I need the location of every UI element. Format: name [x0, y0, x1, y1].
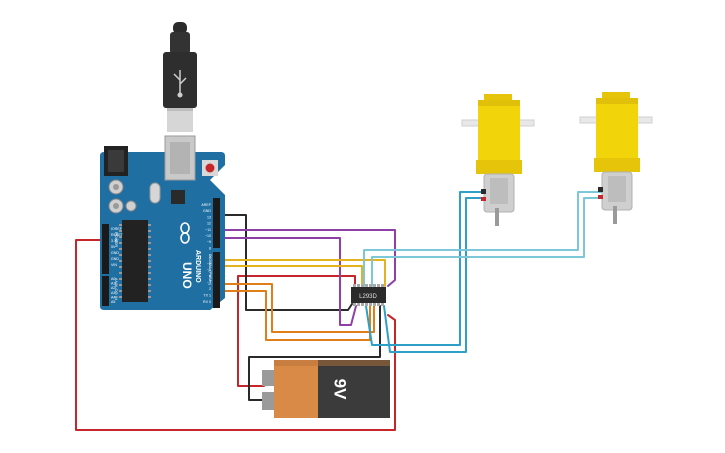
pin-label: A5 — [111, 300, 115, 304]
pin-label: ~3 — [207, 281, 211, 285]
motor-2-gearbox — [596, 98, 638, 166]
analog-header-label: ANALOG IN — [114, 278, 119, 300]
pin-label: RX 0 — [203, 300, 211, 304]
usb-symbol-icon — [173, 70, 187, 98]
pin-label: 13 — [207, 215, 211, 219]
pin-label: GND — [203, 209, 211, 213]
usb-cable — [163, 22, 197, 132]
pin-label: 8 — [209, 246, 211, 250]
wire-black-battery-negative[interactable] — [248, 305, 381, 401]
pin-label: 2 — [209, 287, 211, 291]
pin-label: A0 — [111, 277, 115, 281]
pin-label: A4 — [111, 295, 115, 299]
pin-label: 7 — [209, 255, 211, 259]
wire-teal-motor1-a[interactable] — [365, 191, 485, 346]
pin-label: A2 — [111, 286, 115, 290]
board-brand: ARDUINO — [194, 250, 201, 283]
pin-label: IOREF — [111, 227, 123, 231]
dc-motor-1[interactable] — [461, 94, 535, 226]
dc-motor-2[interactable] — [579, 92, 653, 224]
wire-orange-1[interactable] — [209, 283, 375, 333]
crystal-oscillator — [149, 182, 161, 204]
usb-controller-chip — [171, 190, 185, 204]
pin-label: RESET — [111, 233, 124, 237]
pin-label: ~6 — [207, 261, 211, 265]
pin-label: ~5 — [207, 268, 211, 272]
pin-label: 3.3V — [111, 239, 119, 243]
wire-teal-motor1-b[interactable] — [383, 197, 485, 353]
arduino-uno-board[interactable]: ARDUINO UNO DIGITAL (PWM~) POWER ANALOG … — [100, 135, 225, 310]
pin-label: A3 — [111, 291, 115, 295]
wire-purple-2[interactable] — [209, 237, 357, 326]
atmega-pins — [119, 224, 151, 298]
board-model: UNO — [180, 262, 194, 289]
pin-label: 5V — [111, 245, 116, 249]
wire-black-gnd-top[interactable] — [209, 214, 353, 311]
battery-label: 9V — [331, 379, 350, 400]
pin-label: GND — [111, 257, 119, 261]
motor-1-gearbox — [478, 100, 520, 168]
pin-label: 12 — [207, 222, 211, 226]
wire-purple-1[interactable] — [209, 229, 396, 287]
battery-9v[interactable]: 9V — [262, 360, 390, 418]
usb-cable-neck — [170, 32, 190, 54]
power-header[interactable] — [102, 224, 109, 274]
usb-plug-metal — [167, 108, 193, 132]
pin-label: ~10 — [205, 234, 211, 238]
wire-red-battery-positive[interactable] — [237, 275, 356, 387]
atmega-chip — [122, 220, 148, 302]
pin-label: VIN — [111, 263, 117, 267]
digital-header-top[interactable] — [213, 198, 220, 248]
pin-label: A1 — [111, 282, 115, 286]
pin-label: ~9 — [207, 240, 211, 244]
battery-terminal-negative — [262, 392, 274, 410]
digital-label: DIGITAL (PWM~) — [208, 254, 213, 286]
wire-red-power-loop[interactable] — [75, 239, 396, 431]
l293d-pins — [353, 284, 384, 306]
usb-cable-strain-relief — [173, 22, 187, 34]
battery-terminal-positive — [262, 370, 274, 386]
pin-labels-mid: 7 ~6 ~5 4 ~3 2 TX 1 RX 0 — [203, 255, 211, 304]
pin-label: GND — [111, 251, 119, 255]
capacitor-3 — [125, 200, 137, 212]
l293d-label: L293D — [359, 294, 377, 300]
wire-teal-motor2-a[interactable] — [363, 191, 602, 287]
wire-teal-motor2-b[interactable] — [371, 197, 602, 287]
arduino-logo-icon — [180, 222, 190, 244]
pin-labels-top: AREF GND 13 12 ~11 ~10 ~9 8 — [201, 203, 211, 250]
wire-yellow-1[interactable] — [209, 259, 386, 287]
pin-label: AREF — [201, 203, 211, 207]
pin-label: 4 — [209, 274, 211, 278]
analog-header[interactable] — [102, 276, 109, 306]
wire-yellow-2[interactable] — [209, 265, 363, 287]
power-header-label: POWER — [114, 232, 119, 247]
digital-header-bottom[interactable] — [213, 252, 220, 308]
wires — [75, 191, 602, 431]
pin-label: ~11 — [205, 228, 211, 232]
pin-label: TX 1 — [203, 293, 211, 297]
l293d-driver-chip[interactable]: L293D — [351, 284, 386, 306]
power-pin-labels: IOREF RESET 3.3V 5V GND GND VIN — [111, 227, 124, 267]
